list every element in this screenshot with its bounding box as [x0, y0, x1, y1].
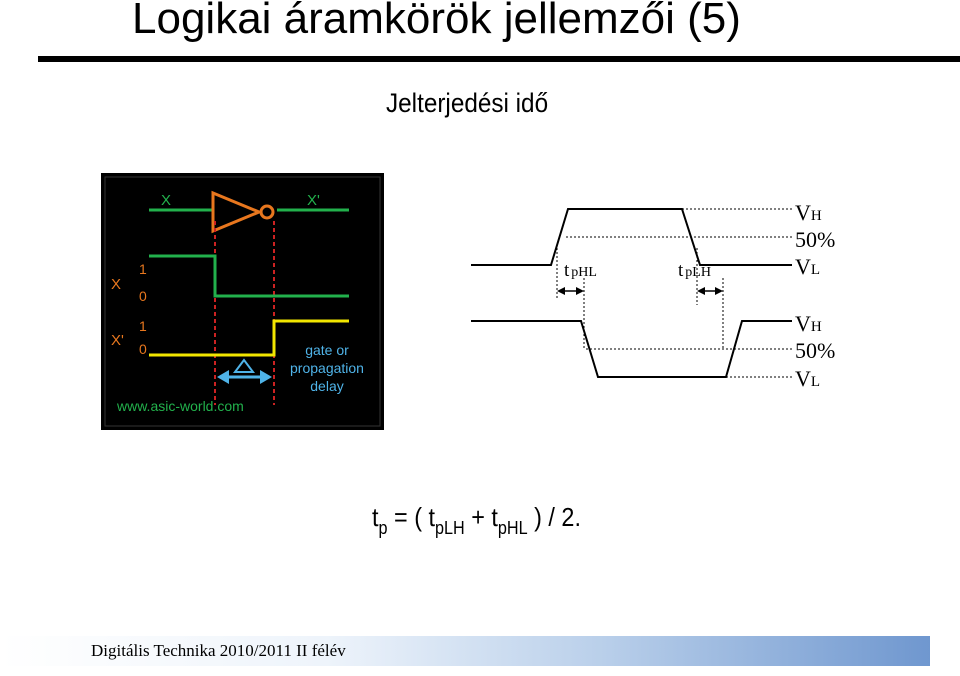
- tplh-arrow-left-icon: [697, 287, 705, 295]
- input-row-label: X: [111, 276, 121, 293]
- bottom-fifty-label: 50%: [795, 338, 835, 363]
- input-waveform: [149, 254, 349, 298]
- input-high-level: 1: [139, 261, 147, 277]
- formula-tplh-sub: pLH: [435, 518, 465, 538]
- bottom-vl-label: VL: [795, 366, 820, 391]
- delay-caption-line2: propagation: [290, 360, 364, 376]
- input-pulse-waveform: [471, 208, 792, 266]
- output-row-label: X': [111, 332, 124, 349]
- formula-plus: + t: [464, 502, 498, 532]
- tphl-arrow-left-icon: [557, 287, 565, 295]
- gate-delay-drawing: X X' X X' 1 0 1 0 gate or propagation de…: [104, 176, 381, 427]
- footer-text: Digitális Technika 2010/2011 II félév: [91, 641, 346, 660]
- bottom-vh-label: VH: [795, 311, 822, 336]
- formula-close: ) / 2.: [527, 502, 581, 532]
- output-pulse-waveform: [471, 320, 792, 378]
- propagation-delay-formula: tp = ( tpLH + tpHL ) / 2.: [372, 502, 581, 539]
- top-vl-label: VL: [795, 254, 820, 279]
- top-vh-label: VH: [795, 200, 822, 225]
- tplh-arrow-right-icon: [715, 287, 723, 295]
- formula-tp: t: [372, 502, 379, 532]
- image-frame: [104, 176, 381, 427]
- input-label-top: X: [161, 192, 171, 209]
- output-label-top: X': [307, 192, 320, 209]
- footer-bar: [0, 636, 930, 666]
- inverter-bubble-icon: [259, 204, 275, 220]
- title-underline: [38, 56, 960, 62]
- delay-caption-line3: delay: [310, 378, 343, 394]
- source-watermark: www.asic-world.com: [116, 398, 244, 414]
- slide-title: Logikai áramkörök jellemzői (5): [132, 0, 741, 43]
- formula-tphl-sub: pHL: [497, 518, 528, 538]
- gate-delay-illustration: X X' X X' 1 0 1 0 gate or propagation de…: [101, 173, 384, 430]
- formula-equals-open: = ( t: [387, 502, 435, 532]
- output-waveform: [149, 319, 349, 357]
- delay-arrow-right-icon: [260, 370, 272, 384]
- inverter-gate-icon: [211, 190, 263, 234]
- tphl-arrow-right-icon: [576, 287, 584, 295]
- delta-icon: [233, 358, 255, 373]
- delay-arrow-left-icon: [217, 370, 229, 384]
- top-fifty-label: 50%: [795, 227, 835, 252]
- input-low-level: 0: [139, 288, 147, 304]
- slide-subtitle: Jelterjedési idő: [386, 88, 549, 118]
- output-high-level: 1: [139, 318, 147, 334]
- delay-caption-line1: gate or: [305, 342, 349, 358]
- formula-tp-sub: p: [378, 518, 388, 538]
- output-low-level: 0: [139, 341, 147, 357]
